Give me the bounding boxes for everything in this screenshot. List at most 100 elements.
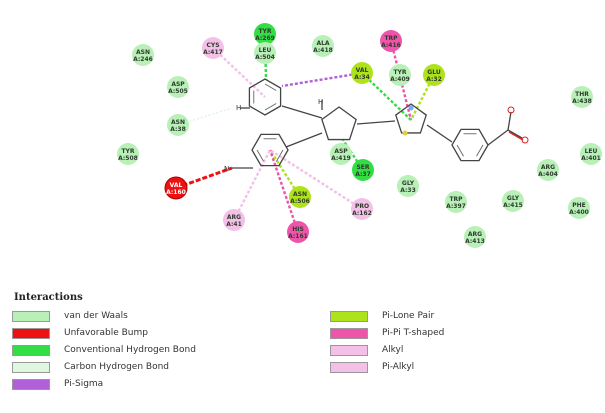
residue-tyr409-bubble (389, 64, 411, 86)
phenyl-ring-double-bond-1 (256, 149, 264, 162)
legend-item-pi-lone-pair: Pi-Lone Pair (330, 309, 434, 323)
legend-label: Pi-Lone Pair (382, 311, 435, 321)
residue-glu32-bubble (423, 64, 445, 86)
residue-leu504-number: A:504 (255, 54, 275, 61)
legend-item-conventional-hbond: Conventional Hydrogen Bond (12, 343, 196, 357)
residue-trp397-bubble (445, 191, 467, 213)
residue-asn506-name: ASN (293, 191, 307, 198)
residue-tyr508-bubble (117, 143, 139, 165)
pyrazole-ring (321, 106, 357, 141)
residue-asp419-number: A:419 (331, 155, 351, 162)
residue-val160-name: VAL (170, 182, 183, 189)
residue-val34-number: A:34 (354, 74, 370, 81)
phenyl-ring-double-bond-0 (276, 149, 284, 162)
residue-glu32-name: GLU (427, 69, 441, 76)
residue-cys417-name: CYS (206, 42, 219, 49)
residue-pro162-number: A:162 (352, 210, 372, 217)
oxygen-atom (521, 136, 529, 144)
legend-item-pi-pi-tshaped: Pi-Pi T-shaped (330, 326, 444, 340)
residue-leu401-name: LEU (585, 148, 598, 155)
residue-asn38-bubble (167, 114, 189, 136)
legend-item-pi-alkyl: Pi-Alkyl (330, 360, 414, 374)
residue-trp397-number: A:397 (446, 203, 466, 210)
legend-swatch (330, 361, 368, 373)
atom-label-h2: H (318, 98, 323, 106)
interaction-line-val34-3 (361, 72, 412, 121)
legend-label: Pi-Pi T-shaped (382, 328, 445, 338)
legend-swatch (12, 327, 50, 339)
residue-gly33-name: GLY (402, 180, 415, 187)
residue-ala418-bubble (312, 35, 334, 57)
legend-item-carbon-hbond: Carbon Hydrogen Bond (12, 360, 169, 374)
pyridine-ring-double-bond-0 (264, 103, 277, 111)
residue-his161-name: HIS (292, 226, 304, 233)
legend-item-alkyl: Alkyl (330, 343, 403, 357)
residue-phe400-number: A:400 (569, 209, 589, 216)
residue-phe400-bubble (568, 197, 590, 219)
residue-leu401-bubble (580, 143, 602, 165)
interaction-line-his161-9 (268, 149, 300, 233)
legend-label: Alkyl (382, 345, 404, 355)
residue-tyr508-number: A:508 (118, 155, 138, 162)
residue-ala418-name: ALA (316, 40, 329, 47)
sulfur-atom (402, 130, 408, 136)
interaction-diagram: HHN ASNA:246ASPA:505ASNA:38TYRA:508CYSA:… (117, 23, 602, 248)
legend-label: Carbon Hydrogen Bond (64, 362, 170, 372)
residue-glu32-number: A:32 (426, 76, 442, 83)
residue-pro162-bubble (351, 198, 373, 220)
residue-ser37-number: A:37 (355, 171, 371, 178)
legend-item-pi-sigma: Pi-Sigma (12, 377, 103, 391)
phenyl-ring (251, 133, 289, 167)
residue-bubbles: ASNA:246ASPA:505ASNA:38TYRA:508CYSA:417T… (117, 23, 602, 248)
legend-label: van der Waals (64, 311, 128, 321)
residue-his161-bubble (287, 221, 309, 243)
residue-arg41-bubble (223, 209, 245, 231)
residue-val160-number: A:160 (166, 189, 186, 196)
legend-swatch (12, 378, 50, 390)
residue-asp505-name: ASP (171, 81, 185, 88)
residue-asp419-bubble (330, 143, 352, 165)
residue-arg404-bubble (537, 159, 559, 181)
residue-arg41-name: ARG (227, 214, 241, 221)
residue-ser37-name: SER (356, 164, 369, 171)
legend-item-unfavorable-bump: Unfavorable Bump (12, 326, 148, 340)
legend-label: Pi-Alkyl (382, 362, 415, 372)
residue-asn246-name: ASN (136, 49, 150, 56)
residue-pro162-name: PRO (355, 203, 369, 210)
residue-tyr409-number: A:409 (390, 76, 410, 83)
legend-swatch (330, 327, 368, 339)
thiazole-ring (395, 103, 427, 134)
residue-gly415-name: GLY (507, 195, 520, 202)
interaction-line-cys417-0 (212, 47, 266, 98)
benzoic-ring-double-bond-1 (456, 144, 464, 157)
residue-arg413-name: ARG (468, 231, 482, 238)
